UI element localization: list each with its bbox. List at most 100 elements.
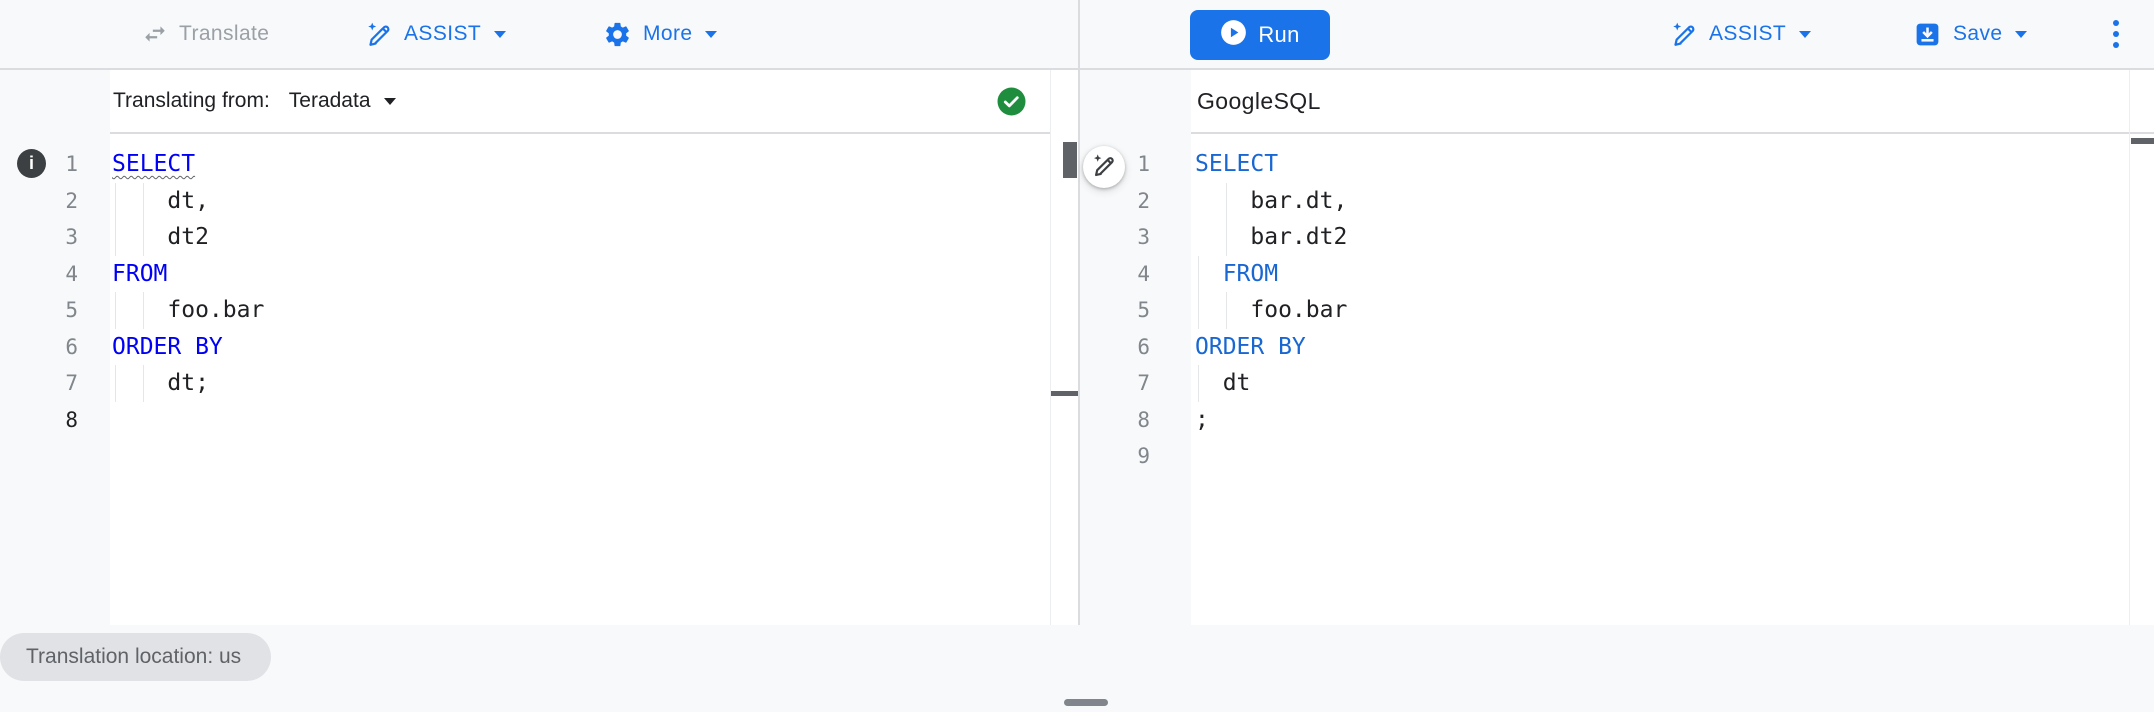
info-glyph: i xyxy=(28,153,34,173)
more-button[interactable]: More xyxy=(603,0,718,68)
line-number: 4 xyxy=(1137,261,1150,286)
indent-guide xyxy=(115,182,116,219)
indent-guide xyxy=(1198,292,1199,329)
code-line: FROM xyxy=(1195,255,2129,292)
code-line: foo.bar xyxy=(112,292,1050,329)
line-number: 5 xyxy=(1137,298,1150,322)
sql-keyword: SELECT xyxy=(112,151,196,177)
chevron-down-icon xyxy=(2015,30,2028,38)
overflow-menu-button[interactable] xyxy=(2098,0,2134,68)
inline-assist-button[interactable] xyxy=(1083,146,1125,188)
chevron-down-icon xyxy=(494,30,507,38)
sql-text: bar.dt, xyxy=(1195,187,1348,214)
kebab-dot xyxy=(2113,31,2119,37)
footer: Translation location: us xyxy=(0,625,2154,712)
sql-text: ; xyxy=(1195,406,1209,433)
swap-horizontal-icon xyxy=(142,21,168,47)
code-line: dt xyxy=(1195,365,2129,402)
sql-text: foo.bar xyxy=(112,297,265,323)
assist-button-right[interactable]: ASSIST xyxy=(1670,0,1812,68)
run-label: Run xyxy=(1258,22,1300,47)
sql-keyword: SELECT xyxy=(1195,151,1279,177)
source-dialect-value: Teradata xyxy=(288,89,371,112)
indent-guide xyxy=(115,219,116,256)
indent-guide xyxy=(1225,292,1227,329)
translate-button[interactable]: Translate xyxy=(142,0,269,68)
sql-keyword: ORDER BY xyxy=(112,333,223,360)
translation-location-chip: Translation location: us xyxy=(0,633,272,681)
line-number: 8 xyxy=(1137,407,1150,432)
assist-label: ASSIST xyxy=(404,22,482,45)
indent-guide xyxy=(142,219,144,256)
save-button[interactable]: Save xyxy=(1913,0,2028,68)
sql-keyword: FROM xyxy=(112,260,168,287)
translation-success-icon xyxy=(997,87,1026,116)
line-number: 3 xyxy=(1137,225,1150,249)
code-line xyxy=(112,402,1050,439)
line-number: 3 xyxy=(65,225,78,249)
right-editor-scrollbar xyxy=(2129,70,2154,625)
sql-keyword: FROM xyxy=(1195,260,1279,287)
line-number: 7 xyxy=(65,371,78,395)
line-number: 1 xyxy=(1137,152,1150,176)
line-number: 6 xyxy=(65,334,78,359)
left-vertical-scrollbar-thumb[interactable] xyxy=(1063,142,1077,178)
assist-button-left[interactable]: ASSIST xyxy=(365,0,507,68)
line-number: 8 xyxy=(65,407,78,432)
code-line: dt; xyxy=(112,365,1050,402)
line-number: 2 xyxy=(65,188,78,213)
pen-sparkle-icon xyxy=(1670,20,1698,48)
info-icon[interactable]: i xyxy=(17,149,46,178)
chevron-down-icon xyxy=(705,30,718,38)
sql-text: dt2 xyxy=(112,224,209,250)
translation-location-label: Translation location: us xyxy=(26,645,242,668)
line-number: 4 xyxy=(65,261,78,286)
line-number: 7 xyxy=(1137,371,1150,395)
translate-label: Translate xyxy=(179,22,270,45)
code-line: ORDER BY xyxy=(112,329,1050,366)
line-number: 9 xyxy=(1137,444,1150,468)
source-dialect-dropdown[interactable]: Teradata xyxy=(289,89,396,113)
kebab-dot xyxy=(2113,42,2119,48)
translating-from-label: Translating from: xyxy=(113,89,270,112)
indent-guide xyxy=(115,292,116,329)
code-line: ; xyxy=(1195,402,2129,439)
code-line: SELECT xyxy=(112,146,1050,183)
right-vertical-scrollbar-thumb[interactable] xyxy=(2131,138,2154,144)
code-line: bar.dt, xyxy=(1195,182,2129,219)
sql-text: dt; xyxy=(112,370,209,396)
right-line-numbers: 1 2 3 4 5 6 7 8 9 xyxy=(1080,134,1150,475)
code-line: ORDER BY xyxy=(1195,329,2129,366)
left-editor-scrollbar xyxy=(1050,70,1079,625)
indent-guide xyxy=(142,365,144,402)
code-line: FROM xyxy=(112,256,1050,293)
left-scrollbar-marker[interactable] xyxy=(1051,391,1078,396)
more-label: More xyxy=(643,22,693,45)
line-number: 6 xyxy=(1137,334,1150,359)
indent-guide xyxy=(1225,219,1227,256)
pen-sparkle-icon xyxy=(365,20,393,48)
sql-text: bar.dt2 xyxy=(1195,224,1348,250)
sql-text: dt, xyxy=(112,187,209,214)
kebab-dot xyxy=(2113,20,2119,26)
code-line: foo.bar xyxy=(1195,292,2129,329)
pen-sparkle-icon xyxy=(1091,152,1117,183)
chevron-down-icon xyxy=(383,97,396,105)
code-line: SELECT xyxy=(1195,146,2129,183)
indent-guide xyxy=(142,182,144,219)
chevron-down-icon xyxy=(1799,30,1812,38)
sql-text: dt xyxy=(1195,370,1251,396)
code-line xyxy=(1195,438,2129,475)
panel-resize-handle[interactable] xyxy=(1064,699,1108,706)
target-dialect-label: GoogleSQL xyxy=(1197,87,1321,114)
play-circle-icon xyxy=(1220,19,1247,52)
line-number: 1 xyxy=(65,152,78,176)
code-line: dt2 xyxy=(112,219,1050,256)
line-number: 2 xyxy=(1137,188,1150,213)
indent-guide xyxy=(1198,365,1199,402)
run-button[interactable]: Run xyxy=(1190,10,1330,60)
